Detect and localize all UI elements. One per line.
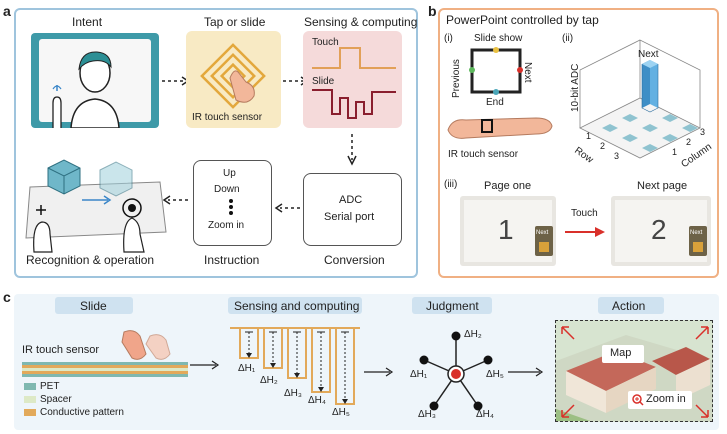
legend-conductive-label: Conductive pattern [40, 407, 124, 418]
action-header [598, 297, 664, 314]
arrow-conversion-instruction [274, 203, 300, 213]
instruction-down: Down [214, 184, 240, 195]
next-bar [641, 60, 659, 113]
intent-title: Intent [72, 15, 103, 29]
arm-icon [447, 117, 553, 139]
star-label-dh5: ΔH₅ [486, 369, 504, 380]
panel-b-title: PowerPoint controlled by tap [446, 13, 599, 27]
sub-ii-label: (ii) [562, 33, 574, 44]
dh3-label: ΔH₃ [284, 388, 302, 399]
panel-b-letter: b [428, 3, 437, 19]
layered-sensor-icon [22, 330, 188, 377]
dh2-label: ΔH₂ [260, 375, 278, 386]
adc-line1: ADC [339, 194, 363, 206]
legend-spacer-label: Spacer [40, 394, 72, 405]
action-title: Action [612, 299, 646, 313]
map-label-box [602, 345, 644, 363]
sensor-square-icon [469, 47, 523, 95]
end-label: End [486, 97, 504, 108]
sub-i-label: (i) [444, 33, 453, 44]
person-icon [52, 51, 120, 128]
map-view: Map Zoom in [555, 320, 713, 422]
next-page-number: 2 [651, 214, 667, 245]
cube-icon [47, 159, 81, 195]
slide-title-c: Slide [80, 299, 107, 313]
z-axis-label: 10-bit ADC [570, 63, 581, 112]
instruction-caption: Instruction [204, 253, 260, 267]
conversion-caption: Conversion [324, 253, 385, 267]
sensing-header-c [228, 297, 362, 314]
judgment-title: Judgment [426, 299, 479, 313]
red-arrow-touch [565, 227, 605, 237]
ellipsis-dots [229, 199, 233, 215]
zoom-in-icon [632, 394, 644, 406]
ir-sensor-caption-c: IR touch sensor [22, 344, 100, 356]
row-tick-1: 1 [586, 131, 592, 141]
star-label-dh2: ΔH₂ [464, 329, 482, 340]
instruction-zoom: Zoom in [208, 220, 245, 231]
slide-signal-icon [312, 89, 396, 119]
arrow-instruction-recognition [162, 195, 188, 205]
sensing-title-c: Sensing and computing [234, 299, 360, 313]
col-tick-1: 1 [672, 147, 678, 157]
slide-show-label: Slide show [474, 33, 523, 44]
touch-label-b: Touch [571, 208, 598, 219]
touch-label-a: Touch [312, 37, 339, 48]
col-tick-3: 3 [700, 127, 706, 137]
touch-signal-icon [312, 47, 396, 69]
panel-a-letter: a [3, 3, 11, 19]
legend-conductive-swatch [24, 409, 36, 416]
arrow-judgment-action [508, 367, 544, 377]
sensor-pattern-icon [200, 43, 266, 109]
arrow-sensing-judgment [364, 367, 394, 377]
arrow-sensing-conversion [347, 134, 357, 166]
ir-sensor-caption-b: IR touch sensor [448, 149, 519, 160]
adc-line2: Serial port [324, 211, 375, 223]
dh4-label: ΔH₄ [308, 395, 326, 406]
bar-next-label: Next [638, 49, 659, 60]
sensing-title-a: Sensing & computing [304, 15, 418, 29]
page-one-screen: 1 Next [460, 196, 556, 266]
ir-sensor-caption-a: IR touch sensor [192, 112, 263, 123]
page-one-number: 1 [498, 214, 514, 245]
next-btn-overlay-2[interactable]: Next [689, 226, 707, 256]
next-btn-overlay-1[interactable]: Next [535, 226, 553, 256]
next-page-screen: 2 Next [611, 196, 711, 266]
row-tick-3: 3 [614, 151, 620, 161]
arrow-slide-sensing [190, 360, 220, 370]
tap-title: Tap or slide [204, 15, 266, 29]
judgment-header [412, 297, 492, 314]
previous-label: Previous [451, 59, 462, 98]
legend-spacer-swatch [24, 396, 36, 403]
legend-pet-swatch [24, 383, 36, 390]
map-label: Map [610, 347, 632, 359]
star-label-dh4: ΔH₄ [476, 409, 494, 420]
next-page-title: Next page [637, 180, 688, 192]
star-label-dh1: ΔH₁ [410, 369, 428, 380]
slide-label-a: Slide [312, 76, 335, 87]
instruction-up: Up [223, 168, 236, 179]
instruction-box [193, 160, 272, 246]
recognition-caption: Recognition & operation [26, 253, 155, 267]
delta-h-signal [230, 327, 360, 405]
sub-iii-label: (iii) [444, 179, 458, 190]
dh1-label: ΔH₁ [238, 363, 256, 374]
judgment-star-graph [419, 331, 493, 411]
col-tick-2: 2 [686, 137, 692, 147]
intent-box [31, 33, 159, 128]
zoom-in-button[interactable] [628, 391, 692, 409]
slide-header [55, 297, 133, 314]
dh5-label: ΔH₅ [332, 407, 350, 418]
star-label-dh3: ΔH₃ [418, 409, 436, 420]
legend-pet-label: PET [40, 381, 60, 392]
adc-box [303, 173, 402, 246]
page-one-title: Page one [484, 180, 532, 192]
zoom-in-label: Zoom in [646, 393, 686, 405]
adc-3d-chart [579, 39, 701, 159]
row-tick-2: 2 [600, 141, 606, 151]
recognition-illustration [25, 159, 167, 253]
panel-c-letter: c [3, 289, 11, 305]
